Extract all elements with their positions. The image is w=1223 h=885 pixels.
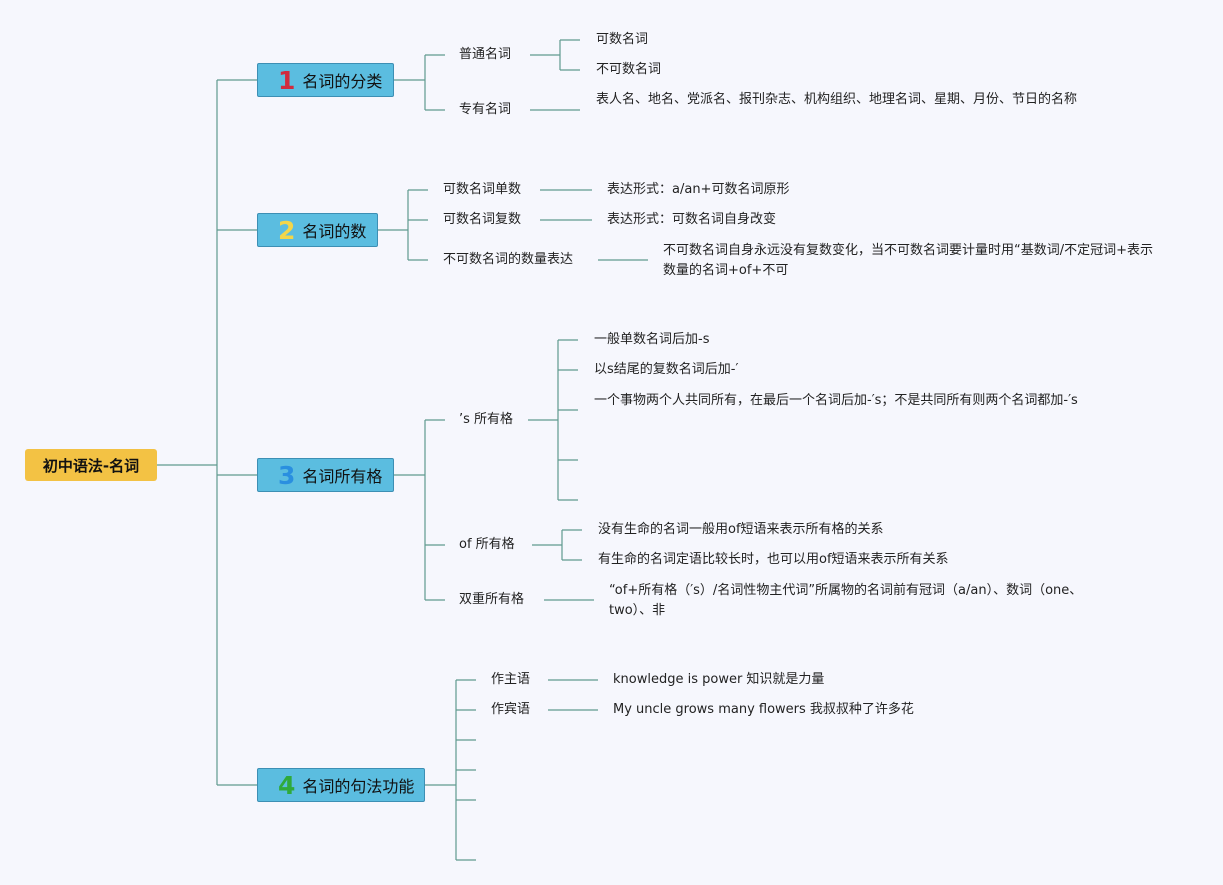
t1-stem — [394, 54, 445, 111]
subtopic-uncountable-quantity[interactable]: 不可数名词的数量表达 — [443, 252, 574, 267]
subtopic-countable-plural[interactable]: 可数名词复数 — [443, 212, 522, 227]
number-4-icon: 4 — [278, 770, 296, 800]
leaf-singular-form[interactable]: 表达形式：a/an+可数名词原形 — [607, 182, 790, 197]
topic-label: 名词的数 — [302, 222, 367, 241]
topic-label: 名词的句法功能 — [302, 777, 415, 796]
leaf-inanimate-of[interactable]: 没有生命的名词一般用of短语来表示所有格的关系 — [598, 522, 884, 537]
topic-label: 名词所有格 — [302, 467, 383, 486]
root-node[interactable]: 初中语法-名词 — [25, 449, 157, 481]
leaf-animate-long-of[interactable]: 有生命的名词定语比较长时，也可以用of短语来表示所有关系 — [598, 552, 949, 567]
t3-c1-link — [528, 339, 578, 501]
leaf-plural-add-apostrophe[interactable]: 以s结尾的复数名词后加-′ — [594, 362, 739, 377]
topic-node-syntax[interactable]: 4 名词的句法功能 — [257, 768, 425, 802]
leaf-uncountable-noun[interactable]: 不可数名词 — [596, 62, 662, 77]
subtopic-as-subject[interactable]: 作主语 — [491, 672, 531, 687]
subtopic-as-object[interactable]: 作宾语 — [491, 702, 531, 717]
leaf-proper-noun-desc[interactable]: 表人名、地名、党派名、报刊杂志、机构组织、地理名词、星期、月份、节日的名称 — [596, 92, 1078, 107]
subtopic-of-possessive[interactable]: of 所有格 — [459, 537, 515, 552]
leaf-uncountable-quantity-desc[interactable]: 不可数名词自身永远没有复数变化，当不可数名词要计量时用“基数词/不定冠词+表示数… — [663, 243, 1154, 278]
subtopic-common-noun[interactable]: 普通名词 — [459, 47, 512, 62]
t3-c2-link — [532, 529, 582, 561]
t4-stem — [425, 679, 476, 861]
number-1-icon: 1 — [278, 65, 296, 95]
number-3-icon: 3 — [278, 460, 296, 490]
leaf-countable-noun[interactable]: 可数名词 — [596, 32, 649, 47]
leaf-double-possessive-desc[interactable]: “of+所有格（′s）/名词性物主代词”所属物的名词前有冠词（a/an）、数词（… — [609, 583, 1083, 618]
number-2-icon: 2 — [278, 215, 296, 245]
subtopic-countable-singular[interactable]: 可数名词单数 — [443, 182, 522, 197]
topic-node-possessive[interactable]: 3 名词所有格 — [257, 458, 394, 492]
t2-stem — [378, 189, 428, 261]
topic-label: 名词的分类 — [302, 72, 383, 91]
topic-node-number[interactable]: 2 名词的数 — [257, 213, 378, 247]
subtopic-s-possessive[interactable]: ’s 所有格 — [459, 412, 514, 427]
t3-stem — [394, 419, 445, 601]
leaf-joint-ownership[interactable]: 一个事物两个人共同所有，在最后一个名词后加-′s；不是共同所有则两个名词都加-′… — [594, 393, 1078, 408]
topic-node-classification[interactable]: 1 名词的分类 — [257, 63, 394, 97]
subtopic-proper-noun[interactable]: 专有名词 — [459, 102, 512, 117]
t1-c1-link — [530, 39, 580, 71]
leaf-singular-add-s[interactable]: 一般单数名词后加-s — [594, 332, 710, 347]
leaf-object-example[interactable]: My uncle grows many flowers 我叔叔种了许多花 — [613, 702, 914, 717]
leaf-plural-form[interactable]: 表达形式：可数名词自身改变 — [607, 212, 777, 227]
subtopic-double-possessive[interactable]: 双重所有格 — [459, 592, 525, 607]
leaf-subject-example[interactable]: knowledge is power 知识就是力量 — [613, 672, 825, 687]
